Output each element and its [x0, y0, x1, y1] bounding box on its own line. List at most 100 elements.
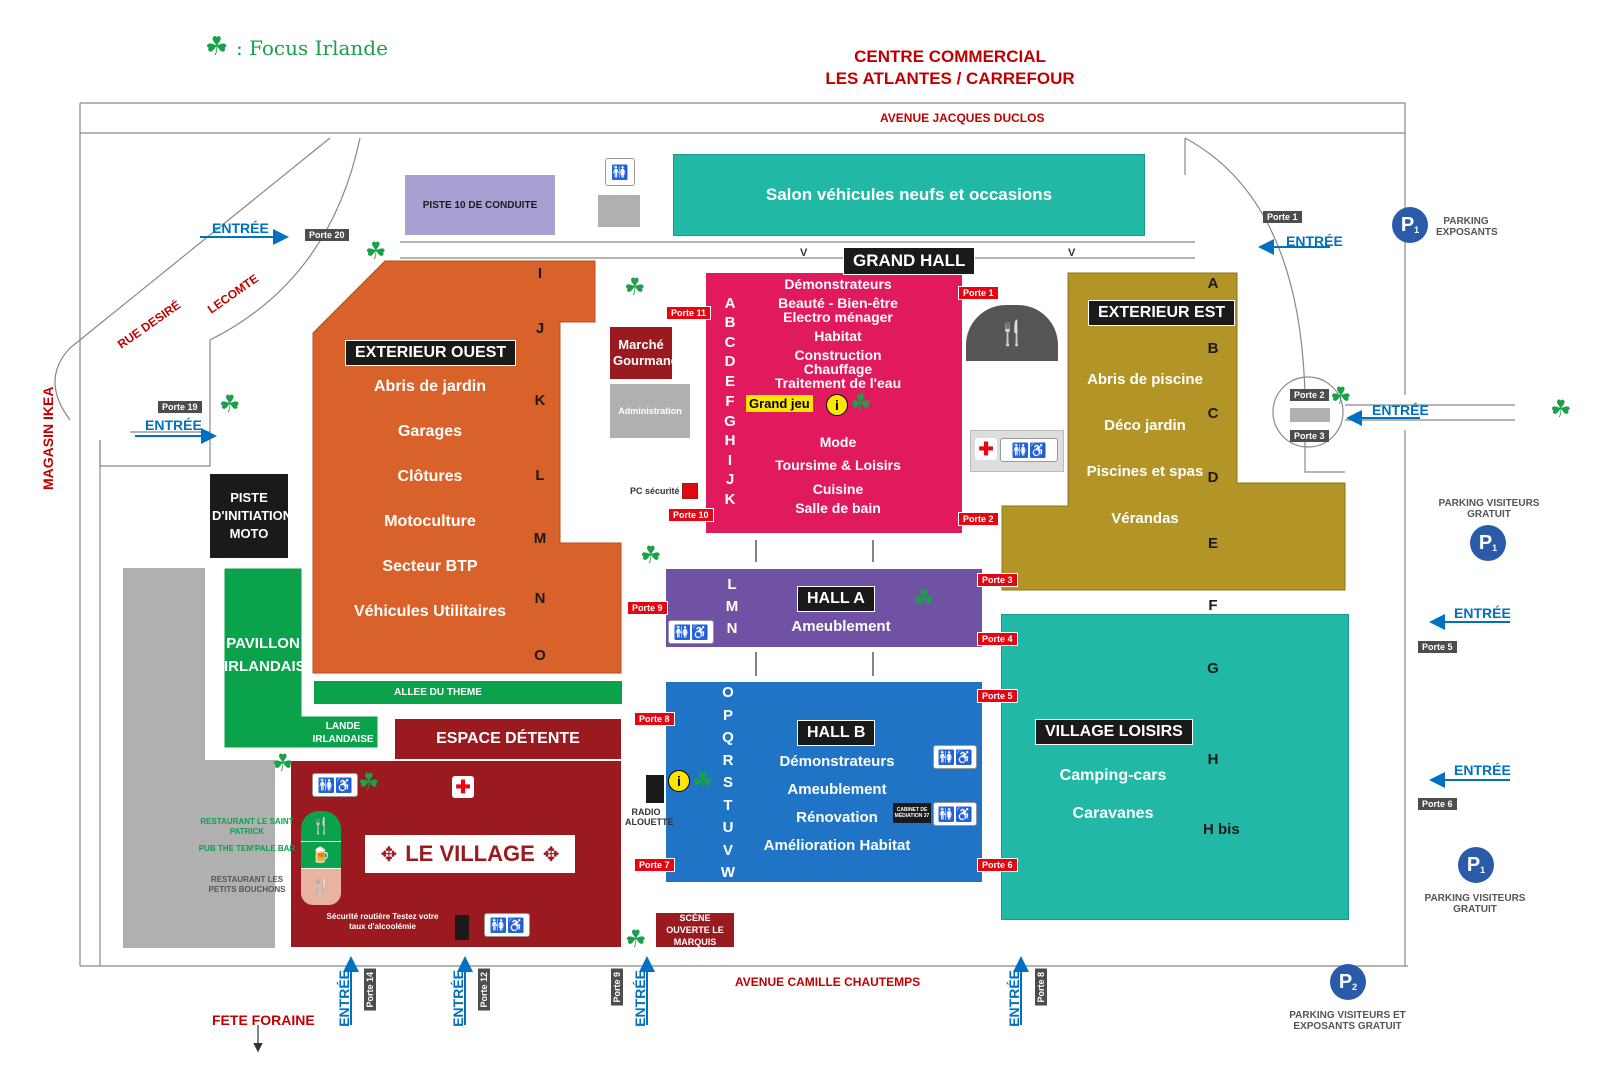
aisle-letter: I: [727, 452, 733, 469]
porte-6[interactable]: Porte 6: [977, 858, 1018, 872]
securite-routiere-label: Sécurité routière Testez votre taux d'al…: [326, 912, 439, 931]
porte-2-3-box: [1290, 408, 1330, 422]
radio-box: [646, 775, 664, 803]
toilets-icon: 🚻♿: [1000, 438, 1058, 462]
piste-10-zone: PISTE 10 DE CONDUITE: [405, 175, 555, 235]
exterieur-ouest-title: EXTERIEUR OUEST: [345, 340, 517, 366]
legend-label: : Focus Irlande: [236, 36, 388, 60]
village-ornament-icon: ✥: [380, 843, 398, 866]
entree-label[interactable]: ENTRÉE: [1454, 762, 1511, 778]
aisle-letter: W: [720, 864, 736, 881]
aisle-letter: V: [722, 842, 733, 859]
shamrock-icon: ☘: [219, 391, 241, 418]
alcohol-test-box: [455, 915, 469, 940]
avenue-bottom-label: AVENUE CAMILLE CHAUTEMPS: [735, 975, 921, 989]
aisle-letter: N: [726, 620, 738, 637]
restaurant-icons: 🍴 🍺 🍴: [301, 811, 341, 907]
aisle-letter: H: [724, 432, 736, 449]
ext-ouest-item: Véhicules Utilitaires: [353, 603, 507, 620]
pavillon-irlandais-label: PAVILLON IRLANDAIS: [224, 635, 306, 675]
header-line-2: LES ATLANTES / CARREFOUR: [825, 69, 1075, 88]
shamrock-icon: ☘: [913, 586, 935, 613]
salon-label: Salon véhicules neufs et occasions: [765, 185, 1053, 204]
porte-5-ext[interactable]: Porte 5: [1418, 641, 1457, 653]
porte-5[interactable]: Porte 5: [977, 689, 1018, 703]
ext-ouest-item: Abris de jardin: [373, 378, 487, 395]
radio-alouette-label: RADIO ALOUETTE: [625, 807, 674, 827]
porte-2[interactable]: Porte 2: [958, 512, 999, 526]
fork-knife-icon: 🍴: [301, 811, 341, 841]
porte-3-ext[interactable]: Porte 3: [1290, 430, 1329, 442]
aisle-letter: A: [1207, 275, 1219, 292]
fork-knife-icon: 🍴: [301, 868, 341, 905]
le-village-logo: ✥ LE VILLAGE ✥: [364, 834, 576, 874]
avenue-top-label: AVENUE JACQUES DUCLOS: [880, 111, 1045, 125]
parking-visiteurs-label: PARKING VISITEURS GRATUIT: [1438, 498, 1540, 520]
aisle-letter: E: [724, 373, 735, 390]
porte-2-ext[interactable]: Porte 2: [1290, 389, 1329, 401]
aisle-letter: O: [722, 684, 734, 701]
aisle-letter: K: [724, 491, 736, 508]
toilets-icon: 🚻♿: [312, 773, 358, 797]
entree-label[interactable]: ENTRÉE: [145, 417, 202, 433]
aisle-letter: H bis: [1203, 821, 1240, 838]
aisle-letter: F: [725, 393, 735, 410]
parking-number: 1: [1480, 865, 1486, 875]
exterieur-est-title: EXTERIEUR EST: [1088, 300, 1236, 326]
parking-visiteurs-exposants-label: PARKING VISITEURS ET EXPOSANTS GRATUIT: [1289, 1010, 1406, 1032]
ext-ouest-item: Secteur BTP: [382, 558, 478, 575]
grand-hall-item: Construction: [794, 347, 882, 363]
porte-6-ext[interactable]: Porte 6: [1418, 798, 1457, 810]
shamrock-icon: ☘: [205, 31, 229, 61]
salon-zone: Salon véhicules neufs et occasions: [673, 154, 1145, 236]
entree-label[interactable]: ENTRÉE: [212, 220, 269, 236]
hall-b-item: Ameublement: [787, 781, 887, 798]
porte-20[interactable]: Porte 20: [305, 229, 349, 241]
porte-10[interactable]: Porte 10: [668, 508, 714, 522]
info-icon: i: [668, 770, 690, 792]
porte-7[interactable]: Porte 7: [634, 858, 675, 872]
grand-hall-item: Toursime & Loisirs: [775, 457, 901, 473]
hall-b-title: HALL B: [797, 720, 876, 746]
aisle-letter: N: [534, 590, 546, 607]
shamrock-icon: ☘: [850, 390, 872, 417]
parking-exposants-label: PARKING EXPOSANTS: [1436, 216, 1498, 238]
porte-11[interactable]: Porte 11: [666, 306, 712, 320]
centre-commercial-title: CENTRE COMMERCIAL LES ATLANTES / CARREFO…: [800, 46, 1100, 90]
entree-label[interactable]: ENTRÉE: [1372, 402, 1429, 418]
hall-a-item: Ameublement: [791, 618, 891, 635]
entree-label[interactable]: ENTRÉE: [1286, 233, 1343, 249]
pub-label: PUB THE TEM'PALE BAR: [198, 844, 296, 853]
ext-est-item: Déco jardin: [1104, 417, 1186, 434]
entree-label[interactable]: ENTRÉE: [1454, 605, 1511, 621]
header-line-1: CENTRE COMMERCIAL: [854, 47, 1046, 66]
beer-icon: 🍺: [301, 841, 341, 868]
marche-gourmand-label: Marché Gourmand: [613, 337, 679, 368]
restaurant-petits-bouchons-label: RESTAURANT LES PETITS BOUCHONS: [208, 875, 286, 894]
porte-4[interactable]: Porte 4: [977, 632, 1018, 646]
porte-19[interactable]: Porte 19: [158, 401, 202, 413]
porte-8[interactable]: Porte 8: [634, 712, 675, 726]
aisle-letter: K: [534, 392, 546, 409]
grand-hall-item: Mode: [819, 434, 857, 450]
porte-9[interactable]: Porte 9: [627, 601, 668, 615]
porte-1[interactable]: Porte 1: [958, 286, 999, 300]
porte-3[interactable]: Porte 3: [977, 573, 1018, 587]
aisle-letter: T: [723, 797, 733, 814]
aisle-letter: G: [724, 413, 736, 430]
grey-parking-area: [123, 568, 205, 948]
hall-b-item: Démonstrateurs: [779, 753, 895, 770]
shamrock-icon: ☘: [358, 769, 380, 796]
grand-hall-item: Traitement de l'eau: [774, 375, 902, 391]
scene-ouverte-zone: SCÈNE OUVERTE LE MARQUIS: [656, 913, 734, 947]
grand-hall-title: GRAND HALL: [843, 247, 976, 275]
aisle-letter: J: [535, 320, 545, 337]
aisle-letter: Q: [722, 729, 734, 746]
village-loisirs-item: Caravanes: [1072, 805, 1154, 822]
porte-1-ext[interactable]: Porte 1: [1263, 211, 1302, 223]
